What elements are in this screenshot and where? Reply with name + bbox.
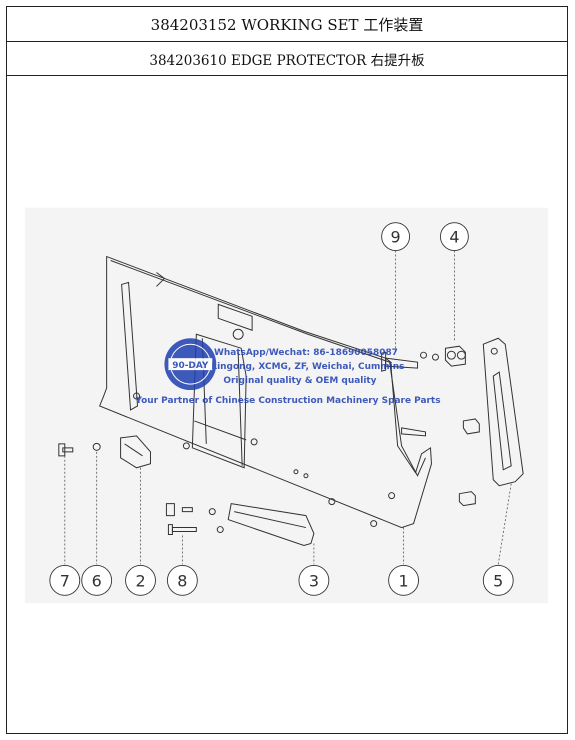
hole bbox=[232, 328, 244, 340]
hole bbox=[388, 492, 396, 500]
hole bbox=[303, 473, 309, 479]
drawing-sheet: 384203152 WORKING SET 工作装置 384203610 EDG… bbox=[6, 6, 568, 734]
hole bbox=[133, 392, 141, 400]
main-plate-left-slot bbox=[121, 281, 139, 411]
callout-2 bbox=[125, 564, 156, 596]
inner-bracket-line-2 bbox=[237, 352, 243, 466]
main-plate-part-1 bbox=[99, 255, 432, 529]
bolt-short bbox=[181, 507, 193, 513]
top-small-plate bbox=[217, 303, 253, 331]
bolt-head bbox=[381, 351, 387, 372]
bushing bbox=[462, 418, 480, 435]
bushing-hole bbox=[446, 350, 456, 360]
callout-label: 4 bbox=[449, 228, 459, 247]
callout-4 bbox=[440, 222, 469, 251]
callout-label: 7 bbox=[60, 571, 70, 590]
main-plate-right-edge bbox=[389, 362, 426, 477]
hole bbox=[490, 347, 498, 355]
bolt-head bbox=[165, 503, 175, 517]
bracket-part-2-line bbox=[124, 443, 143, 457]
guarantee-badge-icon: 90-DAY bbox=[164, 338, 217, 391]
bushing-hole bbox=[456, 350, 466, 360]
washer bbox=[216, 526, 224, 534]
watermark-line-3: Original quality & OEM quality bbox=[223, 376, 376, 386]
strip-part-3-line bbox=[234, 511, 307, 529]
hole bbox=[370, 520, 378, 528]
bushing-part-4 bbox=[444, 345, 466, 367]
callout-8 bbox=[166, 564, 198, 596]
exploded-parts-diagram: 9 4 7 6 2 8 3 1 5 90-DAY WhatsApp/Wechat… bbox=[24, 207, 549, 604]
callout-labels: 9 4 7 6 2 8 3 1 5 bbox=[60, 228, 504, 591]
diagram-background bbox=[24, 207, 549, 604]
bolt-head bbox=[167, 524, 173, 536]
watermark-line-1: WhatsApp/Wechat: 86-18690058087 bbox=[214, 348, 398, 358]
working-set-title: 384203152 WORKING SET 工作装置 bbox=[7, 7, 567, 42]
hole bbox=[182, 442, 190, 450]
bracket-part-2 bbox=[120, 435, 151, 469]
callout-circles bbox=[49, 222, 514, 596]
washer bbox=[420, 351, 427, 359]
watermark-line-2: Lingong, XCMG, ZF, Weichai, Cummins bbox=[211, 362, 404, 372]
inner-bracket bbox=[191, 333, 247, 469]
watermark-line-4: Your Partner of Chinese Construction Mac… bbox=[134, 396, 440, 406]
callout-7 bbox=[49, 564, 81, 596]
callout-label: 6 bbox=[92, 571, 102, 590]
parts-linework bbox=[58, 255, 524, 547]
callout-label: 2 bbox=[135, 571, 145, 590]
badge-text: 90-DAY bbox=[172, 361, 209, 371]
watermark: 90-DAY WhatsApp/Wechat: 86-18690058087 L… bbox=[134, 338, 441, 406]
callout-6 bbox=[81, 564, 113, 596]
main-plate-top-edge bbox=[110, 260, 390, 363]
side-plate-part-5 bbox=[482, 337, 524, 487]
callout-label: 1 bbox=[399, 571, 409, 590]
callout-9 bbox=[381, 222, 411, 251]
hole bbox=[293, 469, 299, 475]
washer-part-6 bbox=[92, 442, 101, 451]
hole bbox=[328, 498, 336, 506]
callout-3 bbox=[298, 564, 330, 596]
callout-label: 9 bbox=[391, 228, 401, 247]
washer bbox=[431, 353, 439, 361]
callout-label: 3 bbox=[309, 571, 319, 590]
hole bbox=[250, 438, 258, 446]
main-plate-notch bbox=[156, 272, 166, 287]
bolt-long bbox=[401, 427, 427, 437]
callout-5 bbox=[482, 564, 514, 596]
leader-lines bbox=[64, 250, 512, 565]
bolt-part-7 bbox=[62, 447, 74, 453]
inner-bracket-cross bbox=[194, 420, 247, 441]
bushing bbox=[458, 491, 476, 507]
side-plate-slot bbox=[492, 371, 512, 471]
callout-label: 5 bbox=[493, 571, 503, 590]
washer bbox=[208, 508, 216, 516]
edge-protector-title: 384203610 EDGE PROTECTOR 右提升板 bbox=[7, 42, 567, 76]
callout-1 bbox=[388, 564, 419, 596]
callout-label: 8 bbox=[177, 571, 187, 590]
strip-part-3 bbox=[227, 503, 315, 547]
